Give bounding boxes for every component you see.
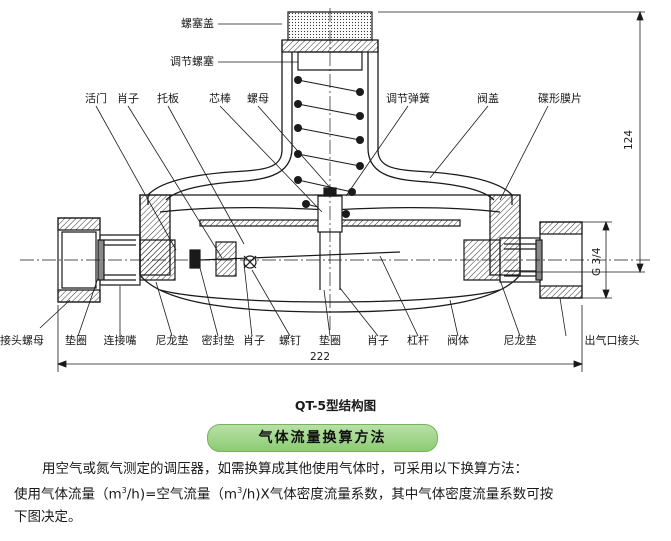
label-diaphragm: 碟形膜片 bbox=[538, 92, 582, 105]
label-valve-body: 阀体 bbox=[447, 333, 469, 347]
regulator-structure-diagram: 222 124 G 3/4 螺塞盖 调节螺塞 活门 肖子 托板 芯棒 螺母 调节… bbox=[0, 8, 650, 372]
paragraph-line-2: 使用气体流量（m3/h)=空气流量（m3/h)X气体密度流量系数，其中气体密度流… bbox=[14, 486, 554, 503]
label-plug-cap: 螺塞盖 bbox=[181, 16, 214, 30]
width-dimension: 222 bbox=[310, 351, 330, 363]
label-gasket-mid: 垫圈 bbox=[319, 333, 341, 347]
label-nylon-pad-right: 尼龙垫 bbox=[504, 333, 537, 347]
label-adjust-plug: 调节螺塞 bbox=[170, 54, 214, 68]
label-inlet-nut: 接头螺母 bbox=[0, 334, 44, 347]
section-title: 气体流量换算方法 bbox=[258, 430, 387, 446]
label-pin-left: 肖子 bbox=[117, 91, 139, 105]
label-nylon-pad-left: 尼龙垫 bbox=[156, 333, 189, 347]
label-valve: 活门 bbox=[85, 91, 107, 105]
outlet-connector-shape bbox=[463, 221, 583, 299]
label-lever: 杠杆 bbox=[407, 333, 429, 347]
diagram-caption: QT-5型结构图 bbox=[294, 398, 377, 413]
label-pin-right: 肖子 bbox=[367, 333, 389, 347]
section-title-banner: 气体流量换算方法 bbox=[207, 424, 438, 452]
label-valve-cover: 阀盖 bbox=[477, 91, 499, 105]
label-seal-pad: 密封垫 bbox=[202, 333, 235, 347]
label-adjust-spring: 调节弹簧 bbox=[386, 91, 430, 105]
paragraph-line-1: 用空气或氮气测定的调压器，如需换算成其他使用气体时，可采用以下换算方法： bbox=[42, 461, 528, 477]
leader-lines bbox=[39, 23, 567, 337]
paragraph-line-3: 下图决定。 bbox=[14, 508, 82, 525]
label-connector: 连接嘴 bbox=[104, 334, 137, 347]
label-gasket-left: 垫圈 bbox=[65, 333, 87, 347]
height-dimension: 124 bbox=[623, 130, 635, 150]
conversion-paragraph: 用空气或氮气测定的调压器，如需换算成其他使用气体时，可采用以下换算方法： 使用气… bbox=[14, 458, 659, 528]
label-nut: 螺母 bbox=[247, 92, 269, 105]
label-pin-mid: 肖子 bbox=[243, 333, 265, 347]
valve-body-shape bbox=[139, 194, 521, 313]
dimension-lines bbox=[56, 10, 645, 372]
lever-shape bbox=[189, 232, 401, 290]
label-core-rod: 芯棒 bbox=[209, 91, 231, 105]
thread-dimension: G 3/4 bbox=[591, 247, 603, 276]
label-tray: 托板 bbox=[157, 91, 179, 105]
label-screw: 螺钉 bbox=[279, 334, 301, 347]
label-outlet: 出气口接头 bbox=[585, 333, 640, 347]
